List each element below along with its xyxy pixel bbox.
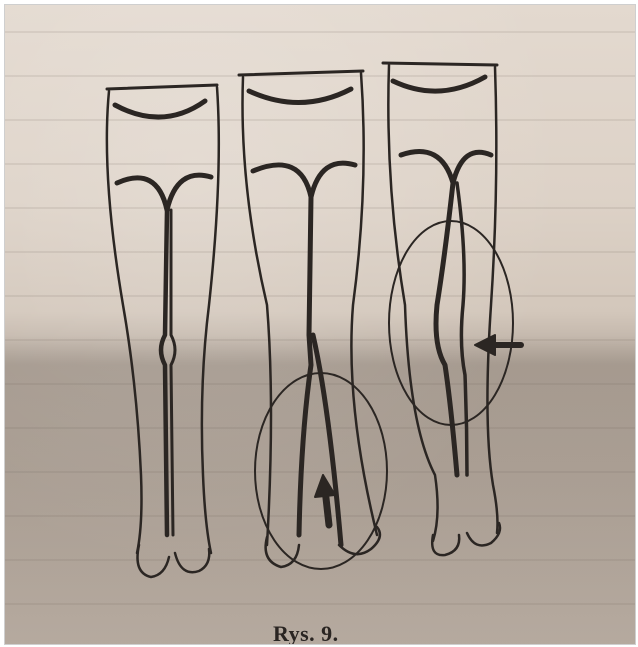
inner-leg-line-2 bbox=[457, 183, 467, 475]
hip-curve bbox=[249, 89, 351, 103]
outer-leg-right bbox=[487, 67, 497, 533]
outer-leg-right bbox=[351, 73, 377, 535]
left-foot bbox=[266, 537, 299, 567]
hip-curve bbox=[393, 77, 485, 91]
outer-leg-right bbox=[202, 87, 219, 553]
outer-leg-left bbox=[388, 65, 437, 541]
waist-line bbox=[107, 85, 217, 89]
right-foot bbox=[467, 523, 500, 545]
figure-bow-knees bbox=[383, 63, 521, 555]
left-foot bbox=[432, 535, 459, 555]
groin-curve bbox=[253, 163, 355, 197]
left-foot bbox=[138, 545, 170, 577]
highlight-circle bbox=[255, 373, 387, 569]
figure-caption: Rys. 9. bbox=[273, 621, 339, 645]
outer-leg-left bbox=[243, 77, 272, 545]
inner-leg-line bbox=[299, 197, 311, 535]
waist-line bbox=[383, 63, 497, 65]
hip-curve bbox=[115, 101, 205, 117]
legs-illustration bbox=[5, 5, 635, 644]
groin-curve bbox=[117, 175, 211, 210]
outer-leg-left bbox=[107, 91, 142, 553]
figure-bow-feet bbox=[239, 71, 387, 569]
waist-line bbox=[239, 71, 363, 75]
left-arrow-head bbox=[475, 335, 495, 355]
inner-leg-line bbox=[161, 210, 167, 535]
figure-straight-legs bbox=[107, 85, 219, 577]
right-foot bbox=[175, 549, 209, 572]
book-page-photo: Rys. 9. bbox=[4, 4, 636, 645]
inner-leg-line bbox=[436, 183, 457, 475]
inner-leg-line-2 bbox=[171, 210, 175, 535]
groin-curve bbox=[401, 152, 491, 184]
up-arrow-head bbox=[315, 475, 335, 497]
